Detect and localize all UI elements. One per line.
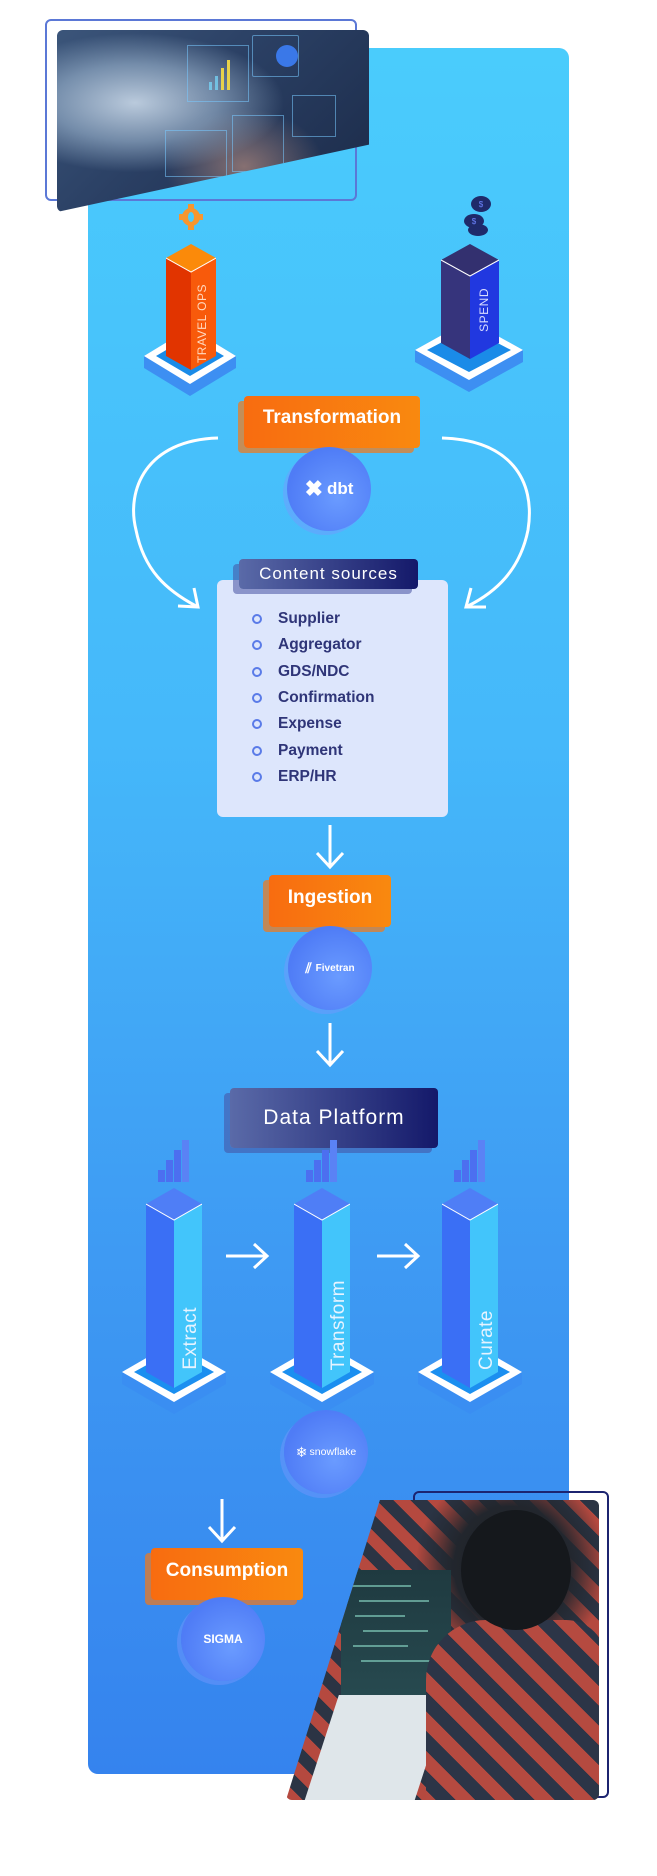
- right-arrow-icon: [226, 1242, 270, 1270]
- bullet-icon: [252, 745, 262, 756]
- transformation-tag: Transformation: [244, 396, 420, 448]
- pillar-travel-ops: TRAVEL OPS: [144, 240, 236, 400]
- down-arrow-icon: [315, 825, 345, 870]
- list-item: Confirmation: [252, 685, 374, 711]
- curved-arrow-right: [441, 436, 531, 609]
- ingestion-tag: Ingestion: [269, 875, 391, 927]
- bullet-icon: [252, 693, 262, 704]
- ingestion-label: Ingestion: [287, 887, 373, 908]
- bullet-icon: [252, 640, 262, 651]
- list-item-label: ERP/HR: [278, 767, 337, 785]
- list-item: Expense: [252, 711, 374, 737]
- dbt-logo-text: dbt: [327, 479, 354, 498]
- pillar-spend: SPEND: [415, 240, 523, 400]
- pillar-label: TRAVEL OPS: [195, 284, 209, 364]
- pillar-body-navy: [441, 244, 499, 359]
- pillar-transform: Transform: [270, 1140, 374, 1420]
- down-arrow-icon: [207, 1499, 237, 1544]
- pillar-label: Extract: [180, 1307, 201, 1370]
- data-platform-tag: Data Platform: [230, 1088, 438, 1148]
- bullet-icon: [252, 666, 262, 677]
- sigma-logo: SIGMA: [181, 1597, 265, 1681]
- list-item-label: Expense: [278, 715, 342, 733]
- consumption-tag: Consumption: [151, 1548, 303, 1600]
- list-item-label: Supplier: [278, 610, 341, 628]
- curved-arrow-left: [132, 436, 219, 609]
- list-item: Payment: [252, 737, 374, 763]
- fivetran-icon: ⫽: [305, 959, 312, 976]
- fivetran-logo-text: Fivetran: [315, 962, 355, 974]
- pillar-label: Curate: [476, 1309, 497, 1370]
- sigma-logo-text: SIGMA: [203, 1632, 243, 1646]
- list-item-label: Aggregator: [278, 636, 362, 654]
- content-sources-title: Content sources: [259, 564, 398, 583]
- transformation-label: Transformation: [262, 407, 402, 428]
- down-arrow-icon: [315, 1023, 345, 1068]
- content-sources-tag: Content sources: [239, 559, 418, 589]
- bullet-icon: [252, 614, 262, 625]
- pillar-curate: Curate: [418, 1140, 522, 1420]
- snowflake-logo-text: snowflake: [309, 1446, 357, 1458]
- pillar-body-blue: [294, 1188, 350, 1388]
- fivetran-logo: ⫽ Fivetran: [288, 926, 372, 1010]
- list-item: Aggregator: [252, 632, 374, 658]
- list-item-label: GDS/NDC: [278, 662, 350, 680]
- snowflake-logo: ❄ snowflake: [284, 1410, 368, 1494]
- list-item: ERP/HR: [252, 764, 374, 790]
- coins-icon: $ $: [458, 194, 494, 240]
- bar-chart-icon: [454, 1140, 485, 1182]
- bar-chart-icon: [306, 1140, 337, 1182]
- pillar-extract: Extract: [122, 1140, 226, 1420]
- list-item-label: Payment: [278, 741, 343, 759]
- pillar-body-blue: [146, 1188, 202, 1388]
- right-arrow-icon: [377, 1242, 421, 1270]
- list-item: Supplier: [252, 606, 374, 632]
- bullet-icon: [252, 719, 262, 730]
- bullet-icon: [252, 771, 262, 782]
- dbt-logo: ✖ dbt: [287, 447, 371, 531]
- pillar-label: Transform: [328, 1279, 349, 1370]
- bar-chart-icon: [158, 1140, 189, 1182]
- list-item: GDS/NDC: [252, 659, 374, 685]
- list-item-label: Confirmation: [278, 689, 375, 707]
- consumption-label: Consumption: [165, 1560, 289, 1581]
- gear-icon: [178, 202, 204, 232]
- data-platform-title: Data Platform: [263, 1106, 405, 1129]
- svg-text:$: $: [472, 217, 477, 226]
- svg-text:$: $: [479, 200, 484, 209]
- pillar-body-orange: [166, 244, 216, 370]
- content-sources-list: Supplier Aggregator GDS/NDC Confirmation…: [252, 606, 374, 790]
- snowflake-icon: ❄: [295, 1443, 308, 1460]
- pillar-label: SPEND: [477, 288, 491, 332]
- dbt-x-icon: ✖: [304, 476, 323, 501]
- pillar-body-blue: [442, 1188, 498, 1388]
